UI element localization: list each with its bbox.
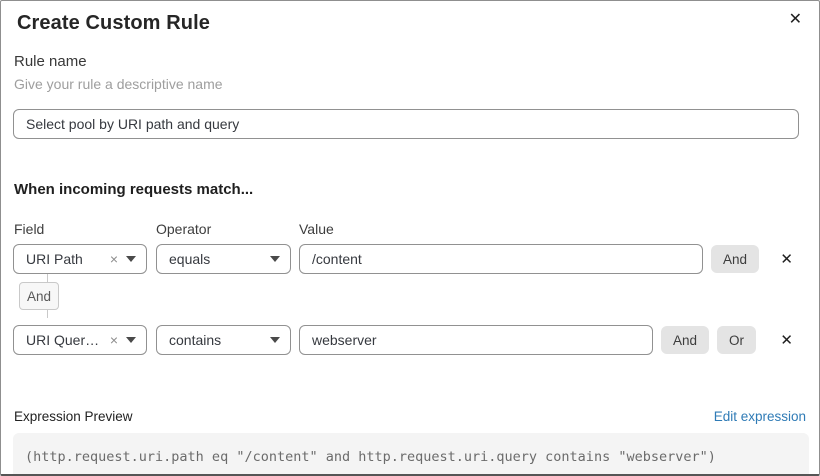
value-column-label: Value: [299, 221, 334, 237]
and-connector-badge[interactable]: And: [19, 282, 59, 310]
chevron-down-icon: [126, 256, 136, 262]
value-input[interactable]: [299, 244, 703, 274]
row-connector: And: [13, 274, 819, 318]
match-heading: When incoming requests match...: [14, 181, 254, 198]
and-button[interactable]: And: [661, 326, 710, 354]
chevron-down-icon: [126, 337, 136, 343]
expression-preview-label: Expression Preview: [14, 409, 133, 424]
delete-row-icon[interactable]: ✕: [780, 250, 793, 268]
close-icon[interactable]: ✕: [785, 8, 806, 32]
page-title: Create Custom Rule: [17, 12, 210, 34]
clear-icon[interactable]: ×: [109, 251, 118, 267]
rule-name-input[interactable]: [13, 109, 799, 139]
match-row: URI Query St... × contains And Or ✕: [13, 325, 807, 355]
expression-header: Expression Preview Edit expression: [14, 409, 806, 424]
operator-select[interactable]: equals: [156, 244, 291, 274]
and-button[interactable]: And: [711, 245, 760, 273]
expression-preview-code: (http.request.uri.path eq "/content" and…: [13, 433, 809, 474]
delete-row-icon[interactable]: ✕: [780, 331, 793, 349]
operator-column-label: Operator: [156, 221, 212, 237]
field-select[interactable]: URI Path ×: [13, 244, 147, 274]
operator-select-value: equals: [169, 251, 211, 267]
field-select[interactable]: URI Query St... ×: [13, 325, 147, 355]
field-select-value: URI Path: [26, 251, 83, 267]
select-controls: ×: [104, 333, 136, 347]
field-select-value: URI Query St...: [26, 332, 104, 348]
connector-line: [47, 274, 48, 282]
clear-icon[interactable]: ×: [109, 332, 118, 348]
edit-expression-link[interactable]: Edit expression: [713, 409, 806, 424]
connector-line: [47, 310, 48, 318]
match-row: URI Path × equals And ✕: [13, 244, 807, 274]
field-column-label: Field: [14, 221, 45, 237]
or-button[interactable]: Or: [717, 326, 757, 354]
chevron-down-icon: [270, 337, 280, 343]
select-controls: ×: [104, 252, 136, 266]
rule-name-label: Rule name: [14, 53, 87, 70]
chevron-down-icon: [270, 256, 280, 262]
match-column-labels: Field Operator Value: [14, 221, 807, 237]
operator-select[interactable]: contains: [156, 325, 291, 355]
value-input[interactable]: [299, 325, 653, 355]
operator-select-value: contains: [169, 332, 222, 348]
rule-name-helper: Give your rule a descriptive name: [14, 76, 223, 92]
